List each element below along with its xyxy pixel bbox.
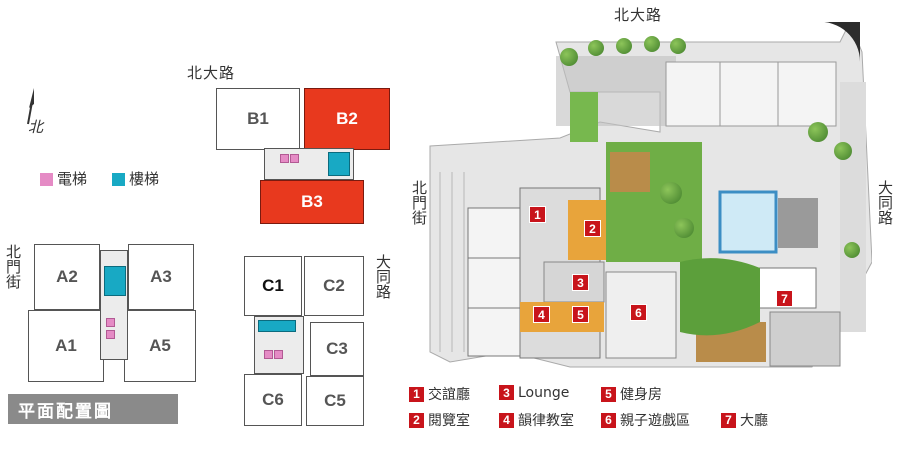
marker-5: 5 xyxy=(572,306,589,323)
block-a-elevator-2 xyxy=(106,330,115,339)
block-c-elevator-1 xyxy=(264,350,273,359)
block-b-elevator-2 xyxy=(290,154,299,163)
block-a-street-label: 北門街 xyxy=(4,244,22,289)
unit-b2-label: B2 xyxy=(336,109,358,128)
site-west-road-label: 北門街 xyxy=(410,180,428,225)
facility-6-num: 6 xyxy=(600,411,617,429)
facility-4-name: 韻律教室 xyxy=(518,413,574,429)
facility-5-num: 5 xyxy=(600,385,617,403)
site-west-road: 北門街 xyxy=(410,180,428,225)
block-c-stairs xyxy=(258,320,296,332)
facility-4-num: 4 xyxy=(498,411,515,429)
unit-a5-label: A5 xyxy=(149,336,171,355)
tree-icon xyxy=(808,122,828,142)
unit-b3: B3 xyxy=(260,180,364,224)
block-b-street: 北大路 xyxy=(187,64,236,82)
marker-6: 6 xyxy=(630,304,647,321)
unit-a2-label: A2 xyxy=(56,267,78,286)
unit-a3: A3 xyxy=(128,244,194,310)
block-a-stairs xyxy=(104,266,126,296)
unit-c6-label: C6 xyxy=(262,390,284,409)
tree-icon xyxy=(834,142,852,160)
tree-icon xyxy=(588,40,604,56)
unit-b3-label: B3 xyxy=(301,192,323,211)
facility-7-num: 7 xyxy=(720,411,737,429)
unit-b1: B1 xyxy=(216,88,300,150)
unit-c3-label: C3 xyxy=(326,339,348,358)
facility-2-num: 2 xyxy=(408,411,425,429)
facility-2-name: 閱覽室 xyxy=(428,413,470,429)
block-b-plan: B1 B2 B3 xyxy=(210,84,390,232)
site-plan-map: 1 2 3 4 5 6 7 xyxy=(420,20,873,378)
tree-icon xyxy=(616,38,632,54)
facility-5-name: 健身房 xyxy=(620,387,662,403)
block-c-plan: C1 C2 C3 C6 C5 xyxy=(240,252,368,430)
page-title: 平面配置圖 xyxy=(8,394,178,424)
elevator-swatch xyxy=(40,173,53,186)
facility-7-name: 大廳 xyxy=(740,413,768,429)
tree-icon xyxy=(670,38,686,54)
tree-icon xyxy=(644,36,660,52)
unit-c1: C1 xyxy=(244,256,302,316)
legend-elevator-label: 電梯 xyxy=(57,170,88,188)
unit-c3: C3 xyxy=(310,322,364,376)
block-c-street-label: 大同路 xyxy=(374,254,392,299)
site-north-road: 北大路 xyxy=(614,6,663,24)
north-arrow-icon xyxy=(22,88,42,132)
unit-a2: A2 xyxy=(34,244,100,310)
unit-a1-label: A1 xyxy=(55,336,77,355)
block-b-elevator-1 xyxy=(280,154,289,163)
facility-1-name: 交誼廳 xyxy=(428,387,470,403)
marker-2: 2 xyxy=(584,220,601,237)
block-c-street: 大同路 xyxy=(374,254,392,299)
block-b-stairs xyxy=(328,152,350,176)
facility-1-num: 1 xyxy=(408,385,425,403)
unit-a1: A1 xyxy=(28,310,104,382)
legend-elevator: 電梯 xyxy=(40,168,87,189)
unit-a5: A5 xyxy=(124,310,196,382)
tree-icon xyxy=(844,242,860,258)
block-c-elevator-2 xyxy=(274,350,283,359)
block-a-elevator-1 xyxy=(106,318,115,327)
unit-b2: B2 xyxy=(304,88,390,150)
legend-stairs-label: 樓梯 xyxy=(129,170,160,188)
block-a-plan: A2 A3 A1 A5 xyxy=(26,240,198,390)
marker-1: 1 xyxy=(529,206,546,223)
facility-6-name: 親子遊戲區 xyxy=(620,413,690,429)
unit-c2: C2 xyxy=(304,256,364,316)
unit-c5-label: C5 xyxy=(324,391,346,410)
site-east-road: 大同路 xyxy=(876,180,894,225)
unit-c2-label: C2 xyxy=(323,276,345,295)
unit-c5: C5 xyxy=(306,376,364,426)
tree-icon xyxy=(560,48,578,66)
unit-b1-label: B1 xyxy=(247,109,269,128)
stairs-swatch xyxy=(112,173,125,186)
unit-c6: C6 xyxy=(244,374,302,426)
facility-3-name: Lounge xyxy=(518,384,570,401)
unit-a3-label: A3 xyxy=(150,267,172,286)
marker-4: 4 xyxy=(533,306,550,323)
marker-3: 3 xyxy=(572,274,589,291)
marker-7: 7 xyxy=(776,290,793,307)
block-a-street: 北門街 xyxy=(4,244,22,289)
facility-3-num: 3 xyxy=(498,384,515,401)
compass-label: 北 xyxy=(28,118,44,136)
unit-c1-label: C1 xyxy=(262,276,284,295)
site-east-road-label: 大同路 xyxy=(876,180,894,225)
tree-icon xyxy=(660,182,682,204)
tree-icon xyxy=(674,218,694,238)
legend-stairs: 樓梯 xyxy=(112,168,159,189)
